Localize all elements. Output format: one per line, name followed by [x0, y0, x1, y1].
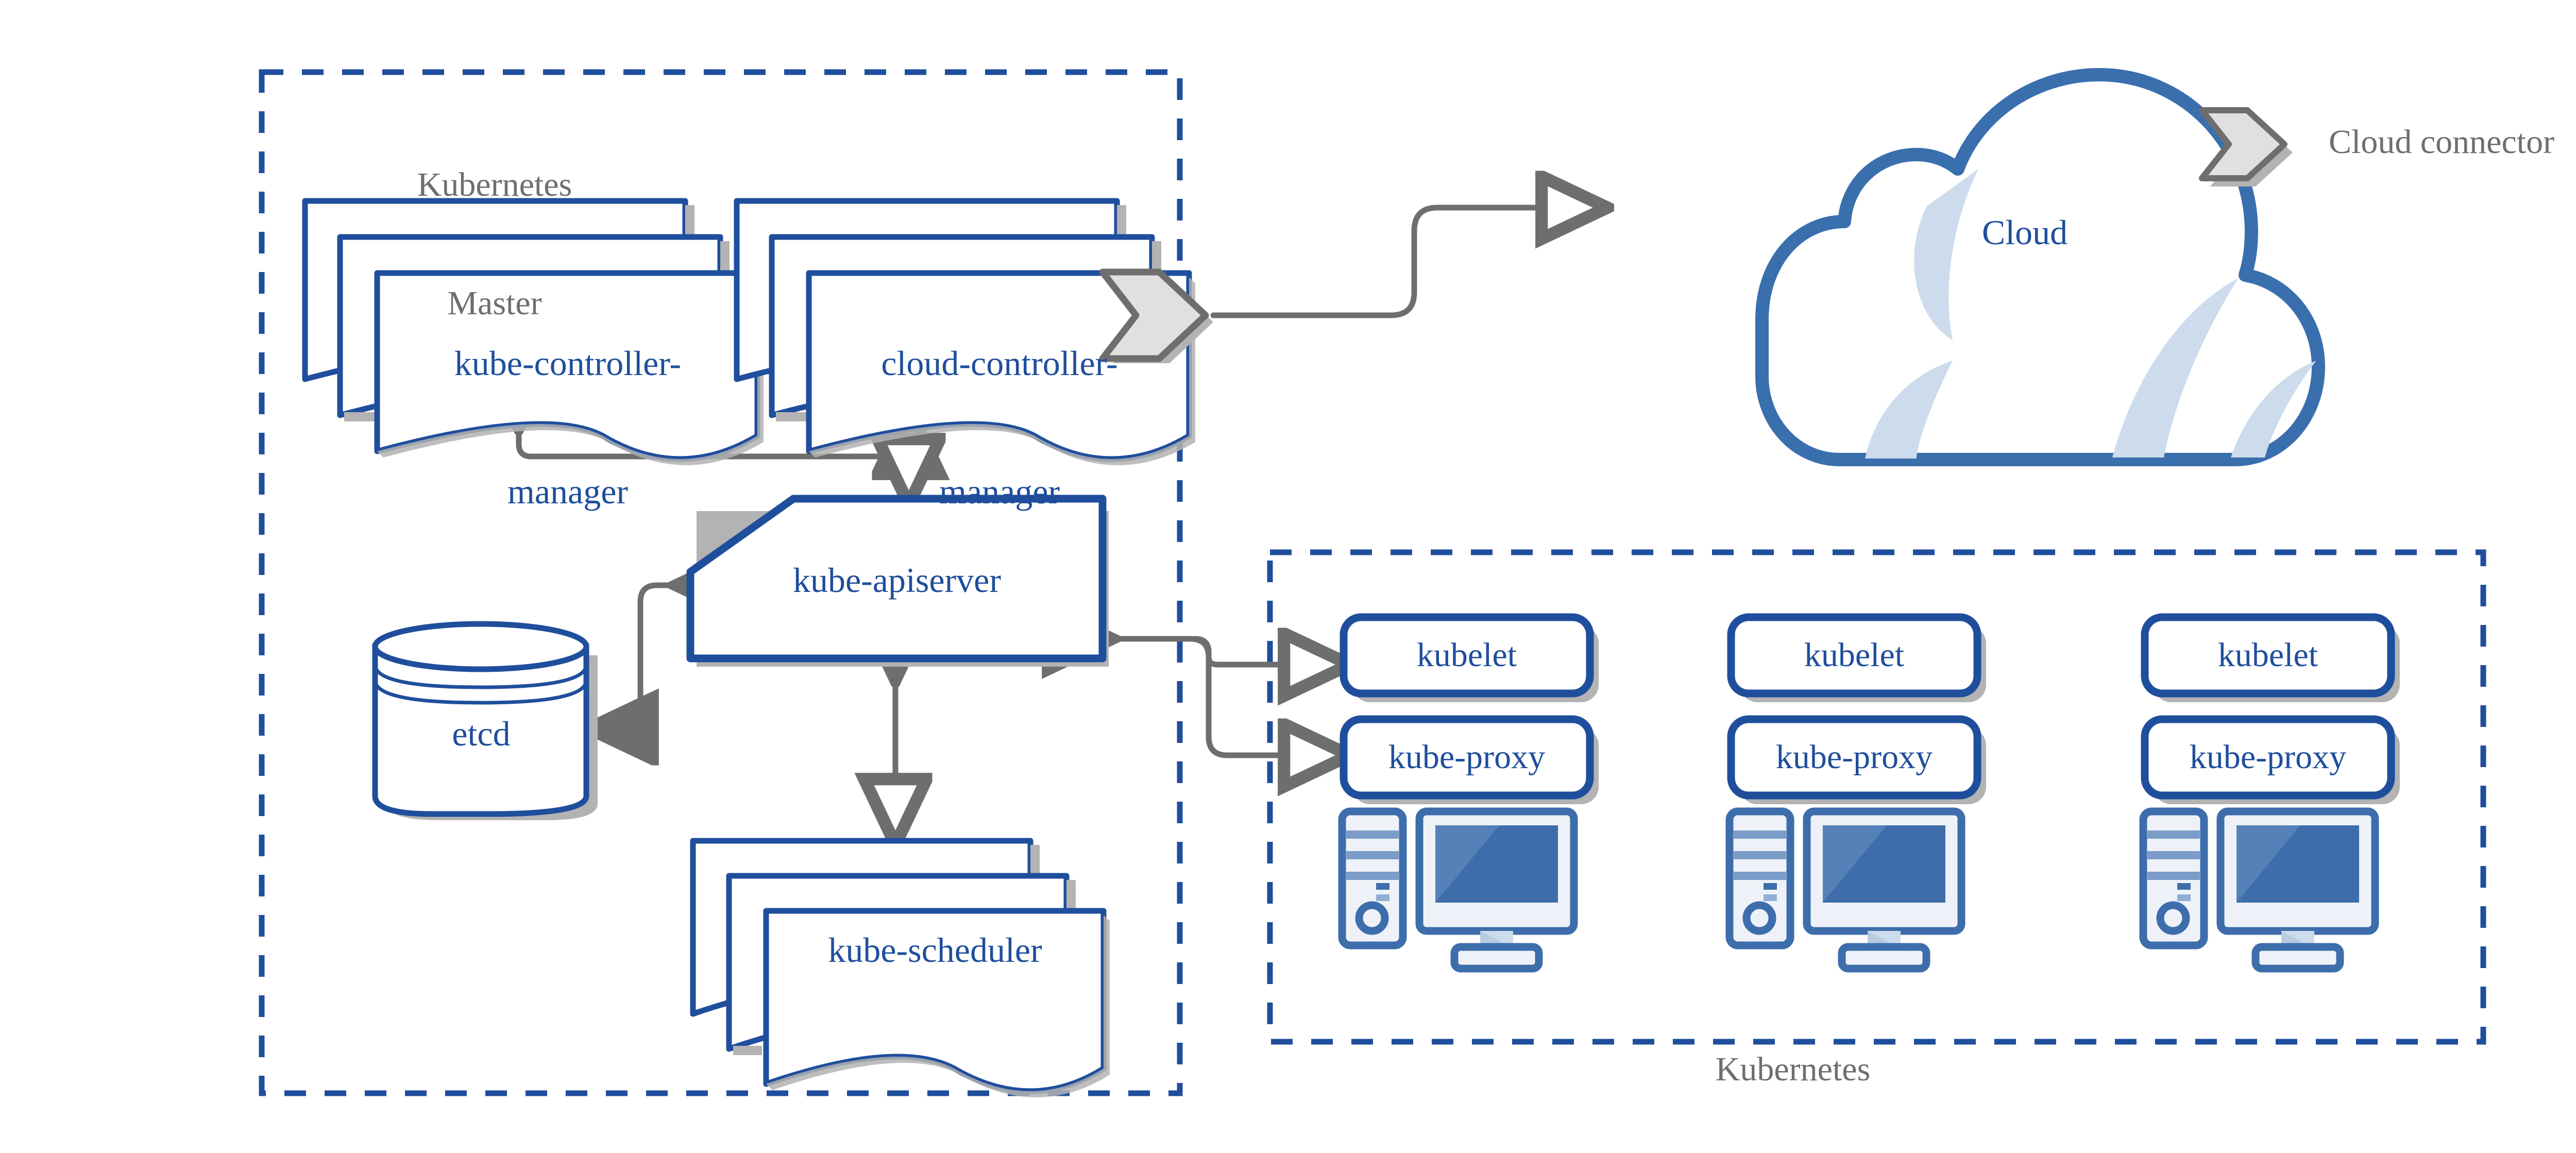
- minion-node-3: [2139, 613, 2400, 973]
- zone-minions-border: [1267, 549, 2486, 1045]
- etcd-top: [372, 621, 589, 672]
- minion-1-kubelet-box[interactable]: [1340, 613, 1599, 702]
- node-etcd[interactable]: [372, 621, 598, 820]
- minion-node-1: [1338, 613, 1599, 973]
- node-kube-controller-manager[interactable]: [302, 198, 764, 465]
- legend-cloud-connector-icon: [2199, 107, 2293, 186]
- edge-branch-down: [1187, 636, 1340, 755]
- minion-2-computer-icon: [1725, 807, 1965, 973]
- etcd-ring-1: [373, 664, 588, 689]
- zone-master-border: [259, 69, 1183, 1096]
- minion-1-kube-proxy-box[interactable]: [1340, 715, 1599, 804]
- minion-2-kube-proxy-box[interactable]: [1727, 715, 1986, 804]
- minion-2-kubelet-box[interactable]: [1727, 613, 1986, 702]
- edge-group: [519, 208, 1597, 835]
- minion-1-computer-icon: [1338, 807, 1578, 973]
- minion-3-computer-icon: [2139, 807, 2379, 973]
- edge-ccm-to-cloud: [1210, 208, 1597, 318]
- node-kube-apiserver[interactable]: [686, 495, 1109, 667]
- doc-sheet-front: [374, 270, 760, 462]
- edge-junction-to-apiserver: [896, 456, 909, 495]
- etcd-ring-2: [373, 680, 588, 705]
- minion-3-kube-proxy-box[interactable]: [2141, 715, 2400, 804]
- minion-3-kubelet-box[interactable]: [2141, 613, 2400, 702]
- etcd-body: [372, 643, 589, 817]
- cloud-connector-icon[interactable]: [1099, 268, 1213, 363]
- minion-node-2: [1725, 613, 1986, 973]
- node-cloud-controller-manager[interactable]: [734, 198, 1195, 465]
- node-kube-scheduler[interactable]: [690, 838, 1110, 1097]
- apiserver-shape: [686, 495, 1107, 663]
- edge-apiserver-etcd: [598, 585, 685, 728]
- edge-branch-to-kubelet: [1192, 639, 1340, 665]
